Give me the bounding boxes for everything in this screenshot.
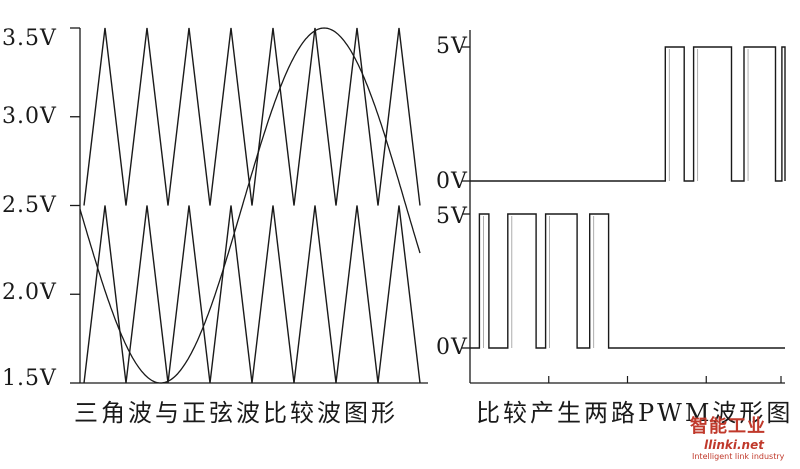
upper-low-label: 0V (436, 169, 468, 194)
watermark-brand: 智能工业 (690, 416, 766, 437)
y-tick-label-3-0: 3.0V (2, 104, 57, 129)
right-axes (462, 30, 785, 384)
lower-triangle-wave (83, 205, 421, 384)
left-plot (79, 27, 421, 384)
watermark-tagline: Intelligent link industry (692, 452, 785, 461)
sine-wave (79, 27, 421, 384)
right-plot (470, 46, 786, 349)
left-axes (70, 27, 428, 384)
watermark-site: llinki.net (704, 438, 764, 452)
left-caption: 三角波与正弦波比较波图形 (74, 399, 398, 427)
y-tick-label-3-5: 3.5V (2, 26, 57, 51)
y-tick-label-2-0: 2.0V (2, 280, 57, 305)
upper-pwm-wave (470, 46, 786, 182)
y-tick-label-2-5: 2.5V (2, 193, 57, 218)
lower-low-label: 0V (436, 335, 468, 360)
lower-pwm-wave (470, 213, 785, 349)
upper-high-label: 5V (436, 34, 468, 59)
y-tick-label-1-5: 1.5V (2, 366, 57, 391)
upper-triangle-wave (83, 27, 421, 206)
right-caption: 比较产生两路PWM波形图 (476, 399, 794, 427)
lower-high-label: 5V (436, 204, 468, 229)
